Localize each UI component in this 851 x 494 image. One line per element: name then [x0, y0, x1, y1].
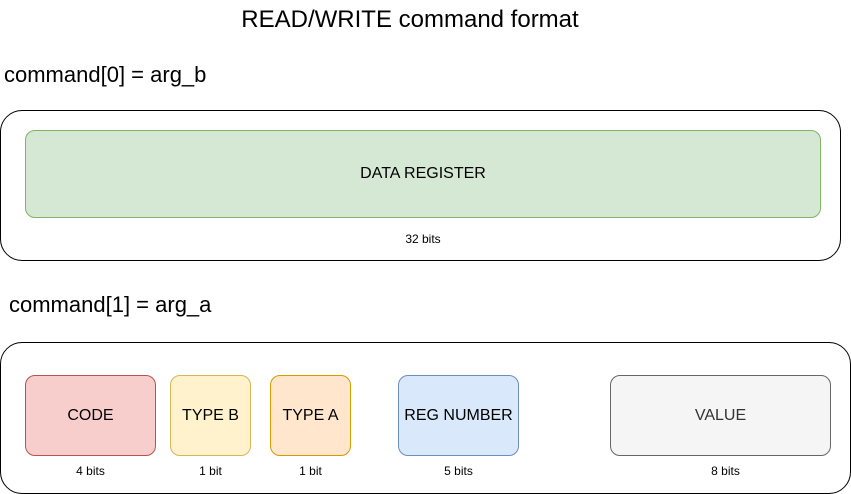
- field-name: REG NUMBER: [404, 406, 513, 424]
- field-name: DATA REGISTER: [360, 165, 486, 182]
- field-name: VALUE: [694, 406, 747, 424]
- field-name: TYPE A: [282, 406, 339, 424]
- diagram-title: READ/WRITE command format: [241, 6, 579, 33]
- field-bits: 32 bits: [405, 232, 441, 246]
- field-bits: 5 bits: [444, 464, 473, 478]
- field-type-a: TYPE A: [270, 375, 351, 456]
- field-name: CODE: [67, 406, 114, 424]
- command1-label: command[1] = arg_a: [9, 292, 212, 317]
- field-code: CODE: [25, 375, 156, 456]
- field-bits: 4 bits: [76, 464, 105, 478]
- field-bits: 8 bits: [711, 464, 740, 478]
- field-type-b: TYPE B: [170, 375, 251, 456]
- field-value: VALUE: [610, 375, 831, 456]
- field-reg-number: REG NUMBER: [398, 375, 519, 456]
- field-bits: 1 bit: [299, 464, 322, 478]
- field-name: TYPE B: [182, 406, 239, 424]
- field-bits: 1 bit: [199, 464, 222, 478]
- field-data-register: DATA REGISTER: [25, 130, 821, 218]
- command0-label: command[0] = arg_b: [4, 62, 207, 87]
